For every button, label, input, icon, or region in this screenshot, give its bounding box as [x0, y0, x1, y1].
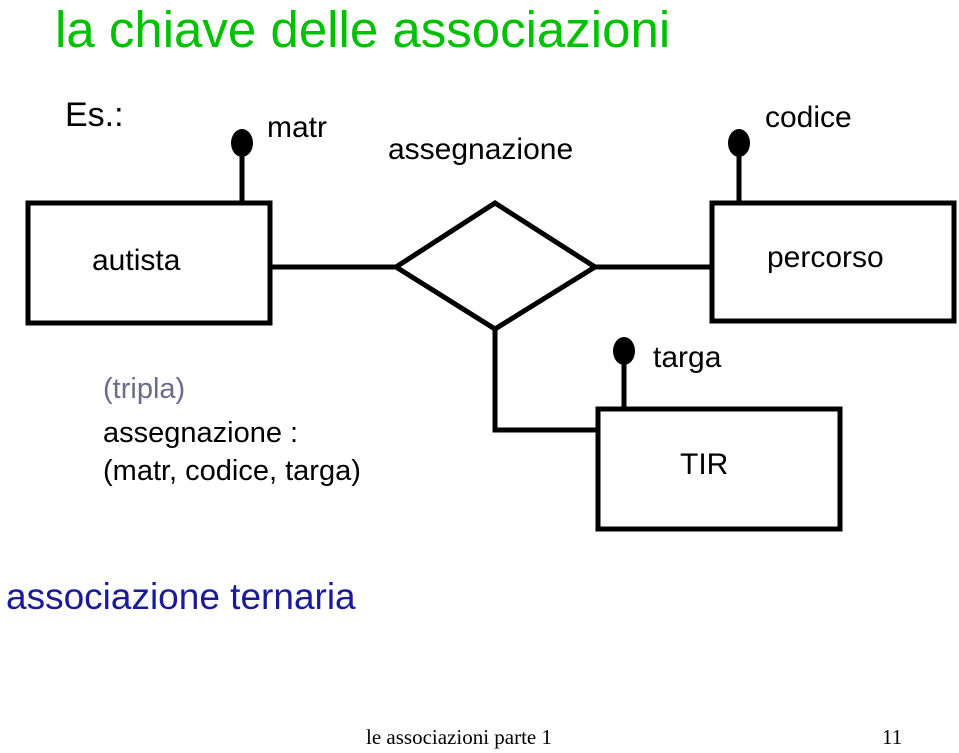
relationship-assegnazione-diamond [391, 200, 600, 332]
attribute-codice-key-dot [728, 129, 750, 157]
note-assegnazione: assegnazione : [103, 417, 299, 449]
slide-footer: le associazioni parte 1 [366, 725, 553, 749]
note-tripla: (tripla) [103, 373, 186, 405]
attribute-codice-label: codice [765, 101, 852, 134]
entity-percorso-box [709, 200, 957, 324]
page-number: 11 [882, 725, 903, 749]
example-label: Es.: [65, 96, 124, 134]
attribute-matr-label: matr [267, 111, 327, 144]
attribute-targa-label: targa [653, 341, 722, 374]
entity-autista-label: autista [92, 244, 181, 277]
note-key-tuple: (matr, codice, targa) [103, 455, 361, 487]
relationship-assegnazione-label: assegnazione [388, 133, 574, 166]
attribute-matr-key-dot [231, 129, 253, 157]
entity-tir-box [595, 406, 843, 532]
entity-tir-label: TIR [680, 448, 729, 481]
slide-title: la chiave delle associazioni [55, 1, 671, 58]
entity-autista-box [25, 200, 273, 326]
slide-subtitle: associazione ternaria [6, 576, 356, 617]
entity-percorso-label: percorso [767, 241, 884, 274]
link-relationship-tir [492, 329, 598, 433]
attribute-targa-key-dot [613, 337, 635, 365]
